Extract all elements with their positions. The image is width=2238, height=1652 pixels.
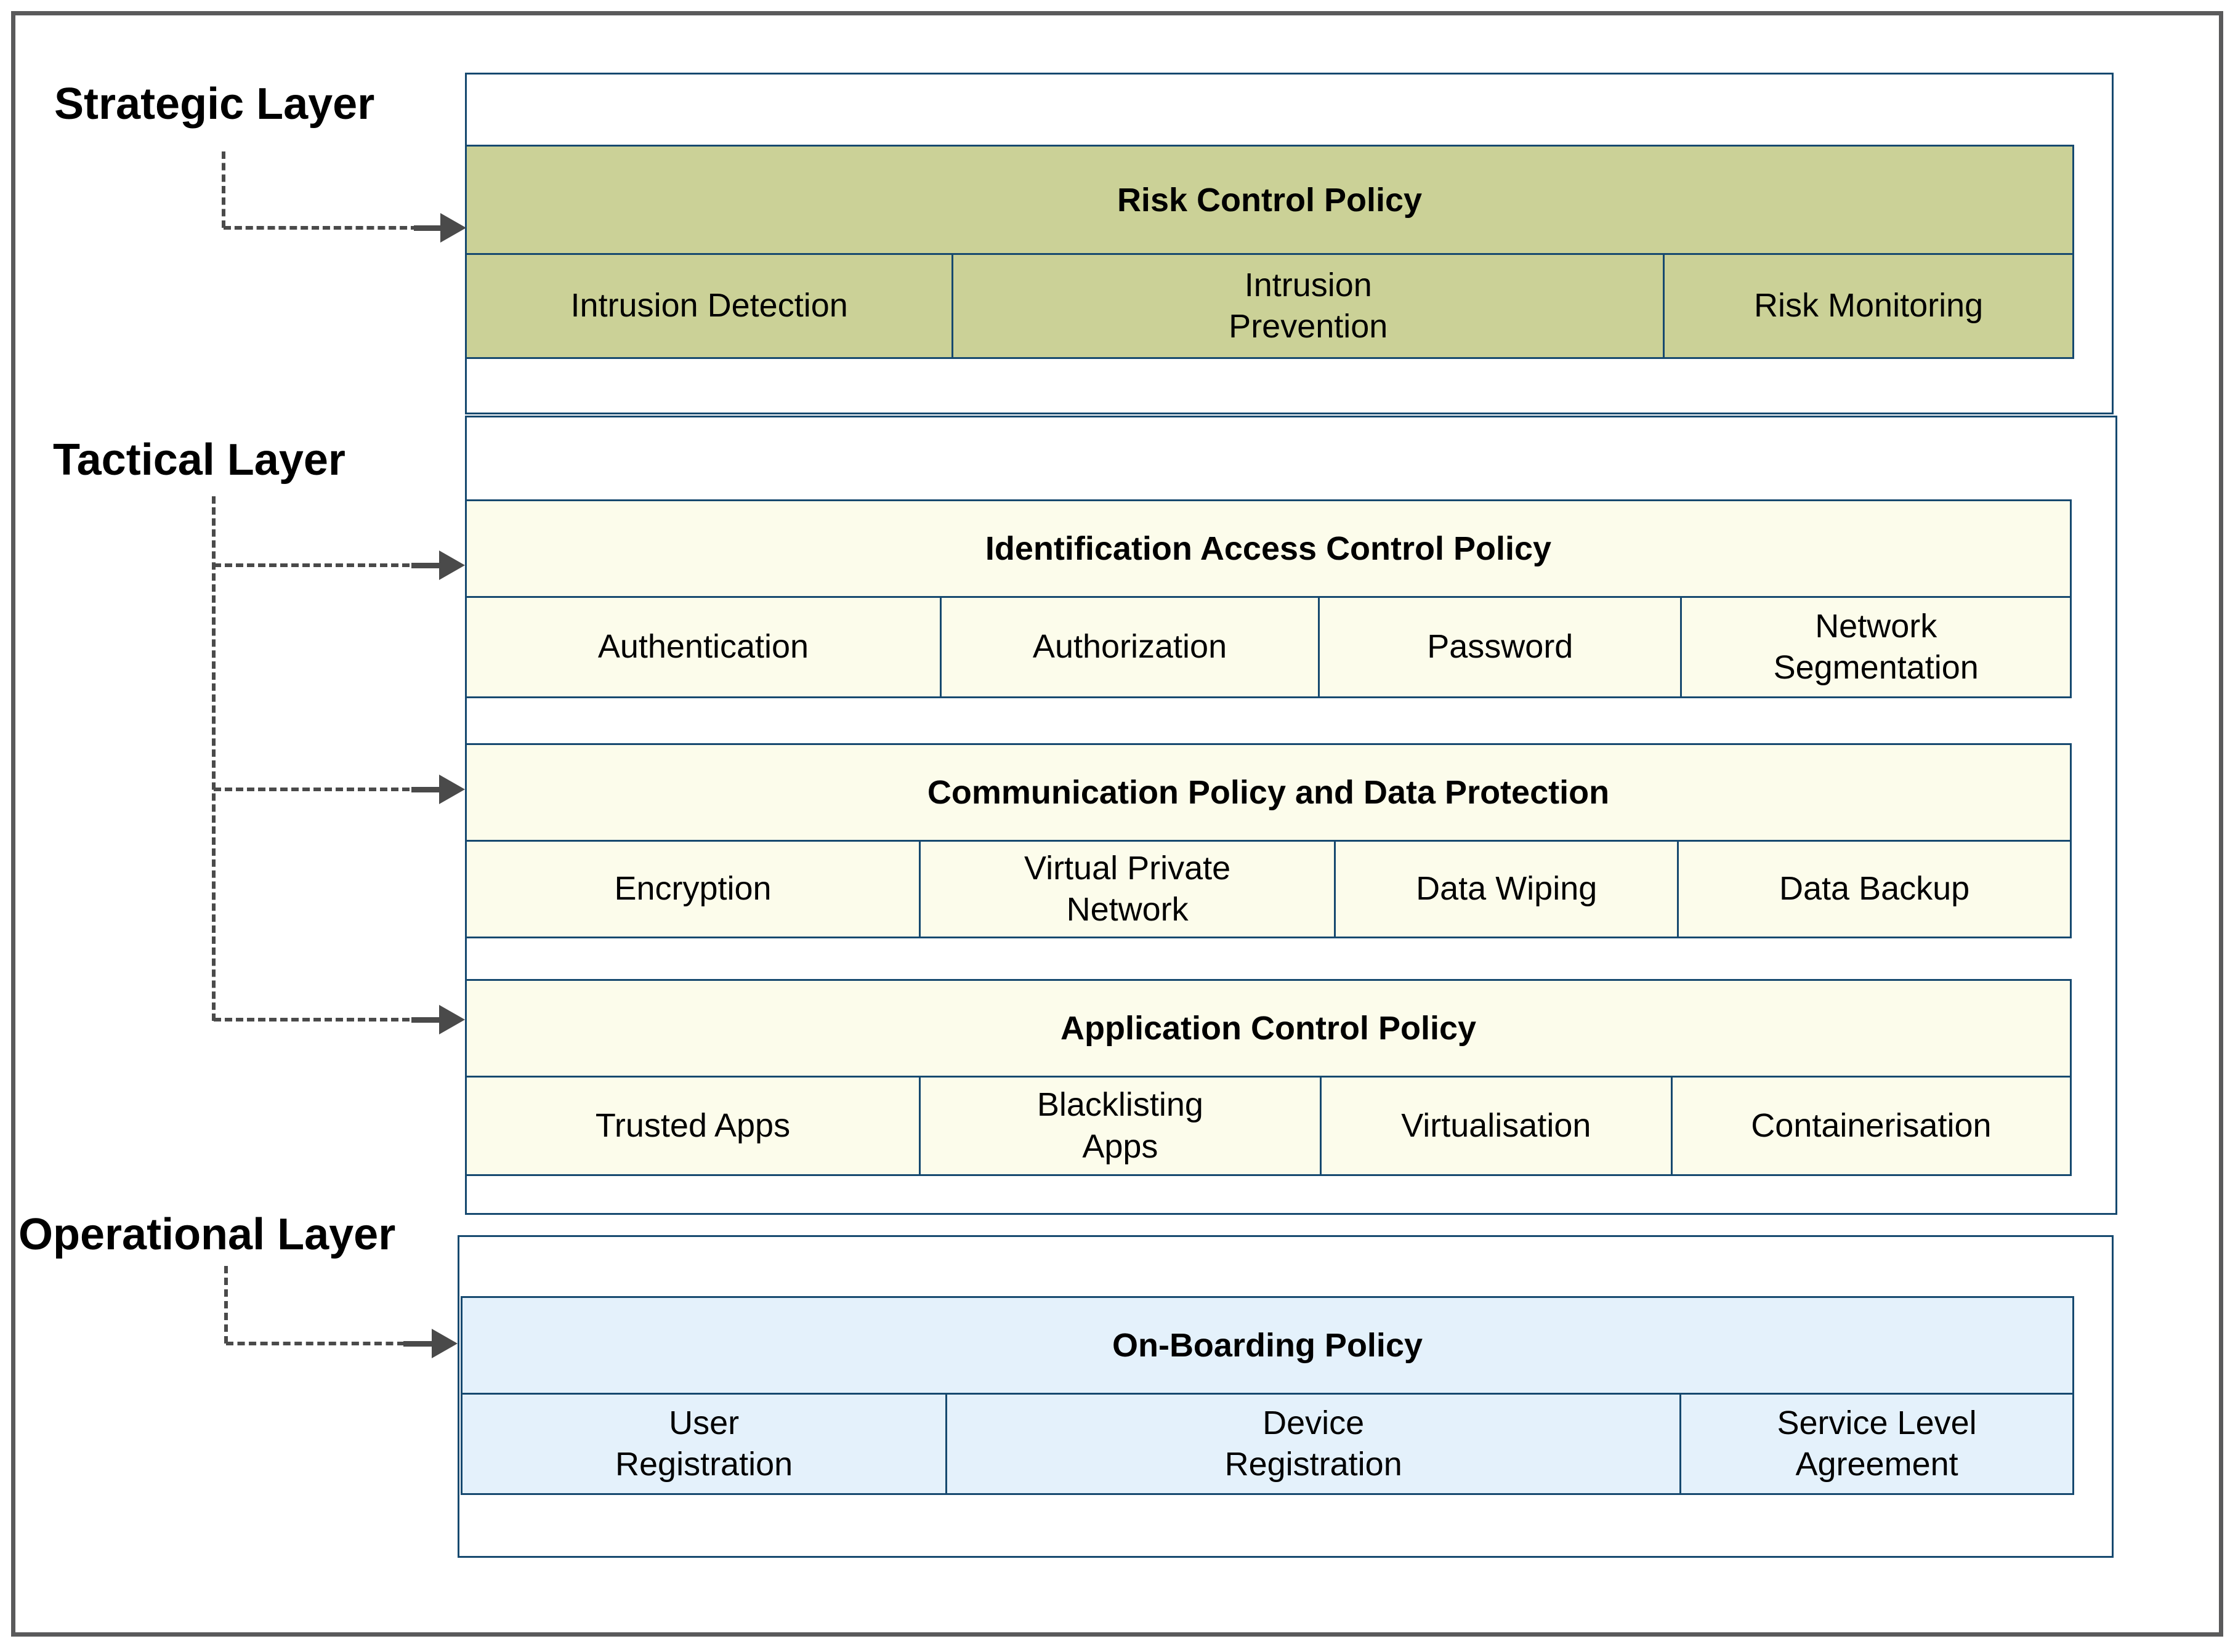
- tactical-arrow-vertical-line: [212, 496, 216, 1021]
- page-border: [11, 11, 2223, 1637]
- cell-trusted-apps: Trusted Apps: [595, 1106, 791, 1144]
- tactical-arrow2-head-icon: [439, 775, 465, 804]
- tactical-layer-label: Tactical Layer: [53, 435, 345, 485]
- cell-device-registration: Device Registration: [945, 1395, 1679, 1493]
- application-control-policy-row: Trusted Apps Blacklisting Apps Virtualis…: [465, 1076, 2072, 1176]
- cell-virtualisation: Virtualisation: [1319, 1078, 1671, 1174]
- cell-intrusion-detection: Intrusion Detection: [570, 287, 848, 324]
- cell-network-segmentation: Network Segmentation: [1680, 598, 2070, 696]
- cell-blacklisting-apps: Blacklisting Apps: [919, 1078, 1320, 1174]
- cell-containerisation: Containerisation: [1670, 1078, 2070, 1174]
- strategic-layer-label: Strategic Layer: [54, 79, 375, 129]
- operational-arrow-head-icon: [432, 1329, 458, 1358]
- application-control-policy-header: Application Control Policy: [465, 979, 2072, 1078]
- identification-access-control-policy-row: Authentication Authorization Password Ne…: [465, 596, 2072, 698]
- strategic-arrow-vertical-line: [222, 151, 225, 228]
- risk-control-policy-header: Risk Control Policy: [465, 145, 2074, 255]
- cell-authorization: Authorization: [939, 598, 1318, 696]
- identification-access-control-policy-header: Identification Access Control Policy: [465, 499, 2072, 598]
- strategic-arrow-dashed-line: [224, 226, 418, 230]
- on-boarding-policy-row: User Registration Device Registration Se…: [461, 1393, 2074, 1495]
- cell-data-wiping: Data Wiping: [1334, 842, 1677, 937]
- cell-virtual-private-network: Virtual Private Network: [919, 842, 1334, 937]
- cell-service-level-agreement: Service Level Agreement: [1679, 1395, 2072, 1493]
- tactical-arrow3-head-icon: [439, 1005, 465, 1034]
- strategic-arrow-head-icon: [440, 213, 466, 243]
- cell-encryption: Encryption: [614, 870, 772, 908]
- tactical-arrow2-shaft: [411, 787, 441, 792]
- communication-policy-header: Communication Policy and Data Protection: [465, 743, 2072, 842]
- tactical-arrow1-dashed-line: [214, 563, 410, 567]
- cell-password: Password: [1318, 598, 1680, 696]
- on-boarding-policy-header: On-Boarding Policy: [461, 1296, 2074, 1395]
- cell-data-backup: Data Backup: [1677, 842, 2070, 937]
- operational-arrow-dashed-line: [226, 1342, 405, 1345]
- communication-policy-row: Encryption Virtual Private Network Data …: [465, 840, 2072, 938]
- risk-control-policy-row: Intrusion Detection Intrusion Prevention…: [465, 253, 2074, 359]
- tactical-arrow1-head-icon: [439, 550, 465, 580]
- operational-layer-label: Operational Layer: [18, 1210, 396, 1259]
- operational-arrow-shaft: [403, 1341, 433, 1347]
- cell-intrusion-prevention: Intrusion Prevention: [951, 255, 1663, 357]
- tactical-arrow1-shaft: [411, 563, 441, 568]
- operational-arrow-vertical-line: [224, 1266, 228, 1344]
- strategic-arrow-shaft: [414, 225, 443, 231]
- cell-risk-monitoring: Risk Monitoring: [1663, 255, 2072, 357]
- tactical-arrow3-dashed-line: [214, 1018, 410, 1021]
- cell-authentication: Authentication: [597, 628, 809, 666]
- tactical-arrow3-shaft: [411, 1017, 441, 1023]
- cell-user-registration: User Registration: [615, 1404, 793, 1483]
- tactical-arrow2-dashed-line: [214, 788, 410, 791]
